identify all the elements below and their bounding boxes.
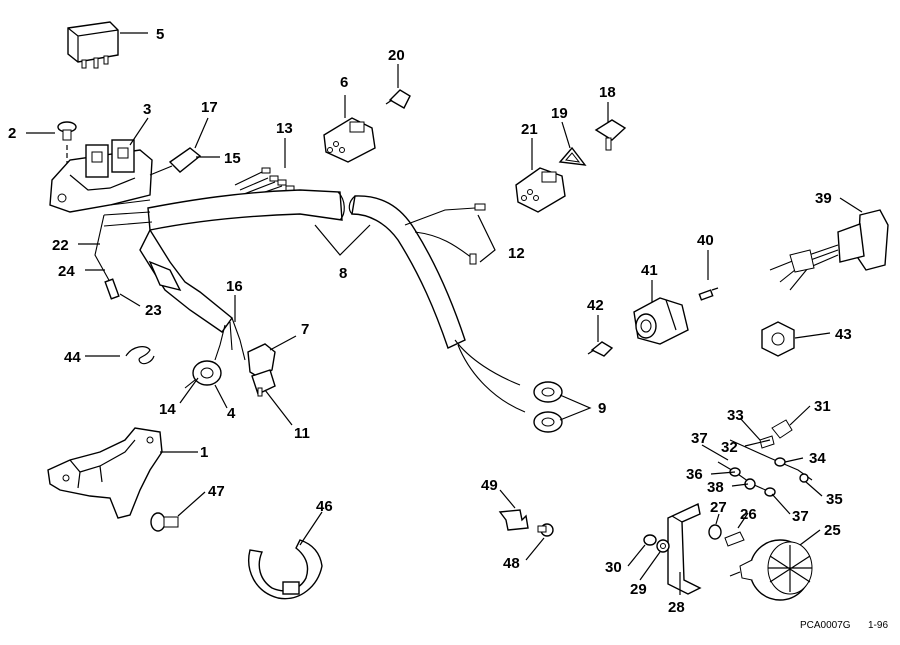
connector-sleeve-part <box>149 147 202 176</box>
callout-24: 24 <box>58 263 75 280</box>
callout-12: 12 <box>508 245 525 262</box>
footer-date: 1-96 <box>868 620 888 631</box>
footer-code: PCA0007G <box>800 620 851 631</box>
callout-8: 8 <box>339 265 347 282</box>
key-switch-part <box>184 317 246 389</box>
callout-25: 25 <box>824 522 841 539</box>
branch-leads-part <box>404 203 486 265</box>
pin-40-part <box>698 287 719 301</box>
callout-27: 27 <box>710 499 727 516</box>
callout-13: 13 <box>276 120 293 137</box>
callout-28: 28 <box>668 599 685 616</box>
connector-41-part <box>633 297 689 345</box>
callout-22: 22 <box>52 237 69 254</box>
callout-16: 16 <box>226 278 243 295</box>
callout-32: 32 <box>721 439 738 456</box>
clip-49-part <box>498 509 529 531</box>
callout-49: 49 <box>481 477 498 494</box>
callout-34: 34 <box>809 450 826 467</box>
callout-26: 26 <box>740 506 757 523</box>
callout-9: 9 <box>598 400 606 417</box>
callout-29: 29 <box>630 581 647 598</box>
stud-part <box>708 524 745 547</box>
callout-19: 19 <box>551 105 568 122</box>
callout-4: 4 <box>227 405 236 422</box>
relay-part <box>67 21 119 69</box>
connector-body-part <box>247 343 276 397</box>
callout-5: 5 <box>156 26 164 43</box>
screw-47-part <box>150 512 179 532</box>
callout-42: 42 <box>587 297 604 314</box>
callout-21: 21 <box>521 121 538 138</box>
callout-33: 33 <box>727 407 744 424</box>
main-harness-part <box>103 189 466 349</box>
callout-17: 17 <box>201 99 218 116</box>
pin-20-part <box>385 89 411 109</box>
tie-strap-part <box>248 539 323 600</box>
terminal-block-part <box>49 139 153 213</box>
callout-3: 3 <box>143 101 151 118</box>
callout-7: 7 <box>301 321 309 338</box>
callout-44: 44 <box>64 349 81 366</box>
ring-terminal-leads-part <box>454 339 563 433</box>
pin-42-part <box>587 341 614 357</box>
callout-37-b: 37 <box>792 508 809 525</box>
callout-46: 46 <box>316 498 333 515</box>
callout-30: 30 <box>605 559 622 576</box>
callout-40: 40 <box>697 232 714 249</box>
seal-19-part <box>558 146 587 166</box>
callout-1: 1 <box>200 444 208 461</box>
callout-15: 15 <box>224 150 241 167</box>
callout-35: 35 <box>826 491 843 508</box>
clip-44-part <box>125 346 155 365</box>
callout-18: 18 <box>599 84 616 101</box>
bracket-part <box>47 427 163 519</box>
pigtail-leads-part <box>94 214 182 300</box>
callout-48: 48 <box>503 555 520 572</box>
callout-47: 47 <box>208 483 225 500</box>
callout-37-a: 37 <box>691 430 708 447</box>
connector-6-part <box>323 117 376 163</box>
callout-20: 20 <box>388 47 405 64</box>
wire-leads-part <box>234 167 295 203</box>
cable-fittings-part <box>717 419 813 497</box>
callout-14: 14 <box>159 401 176 418</box>
hex-nut-part <box>761 321 795 357</box>
leader-lines <box>26 32 863 595</box>
connector-21-part <box>515 167 566 213</box>
callout-numbers: 1 2 3 4 5 6 7 8 9 11 12 13 14 15 16 17 1… <box>8 26 852 616</box>
gauge-part <box>729 539 813 601</box>
lamp-39-part <box>769 209 889 291</box>
callout-39: 39 <box>815 190 832 207</box>
callout-38: 38 <box>707 479 724 496</box>
callout-11: 11 <box>294 425 310 442</box>
nut-washer-part <box>643 534 670 553</box>
gauge-bracket-part <box>667 502 702 595</box>
callout-36: 36 <box>686 466 703 483</box>
callout-6: 6 <box>340 74 348 91</box>
screw-48-part <box>537 523 554 537</box>
callout-43: 43 <box>835 326 852 343</box>
callout-31: 31 <box>814 398 831 415</box>
callout-2: 2 <box>8 125 16 142</box>
callout-41: 41 <box>641 262 658 279</box>
callout-23: 23 <box>145 302 162 319</box>
plug-18-part <box>594 119 627 151</box>
